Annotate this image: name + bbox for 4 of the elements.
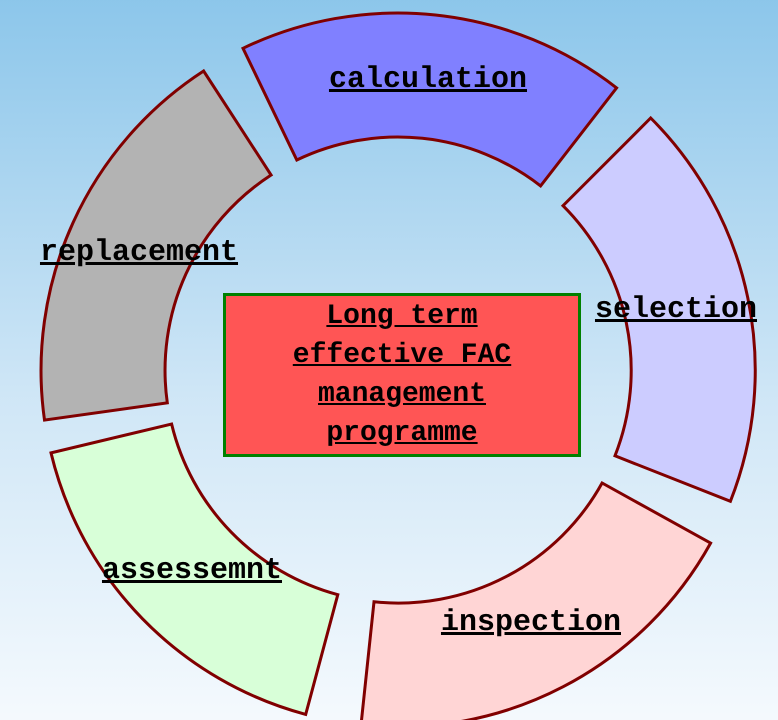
segment-label: inspection xyxy=(440,608,621,638)
segment-label: calculation xyxy=(328,64,527,95)
center-box xyxy=(223,293,581,457)
center-title: Long term effective FAC management programme xyxy=(292,300,512,451)
